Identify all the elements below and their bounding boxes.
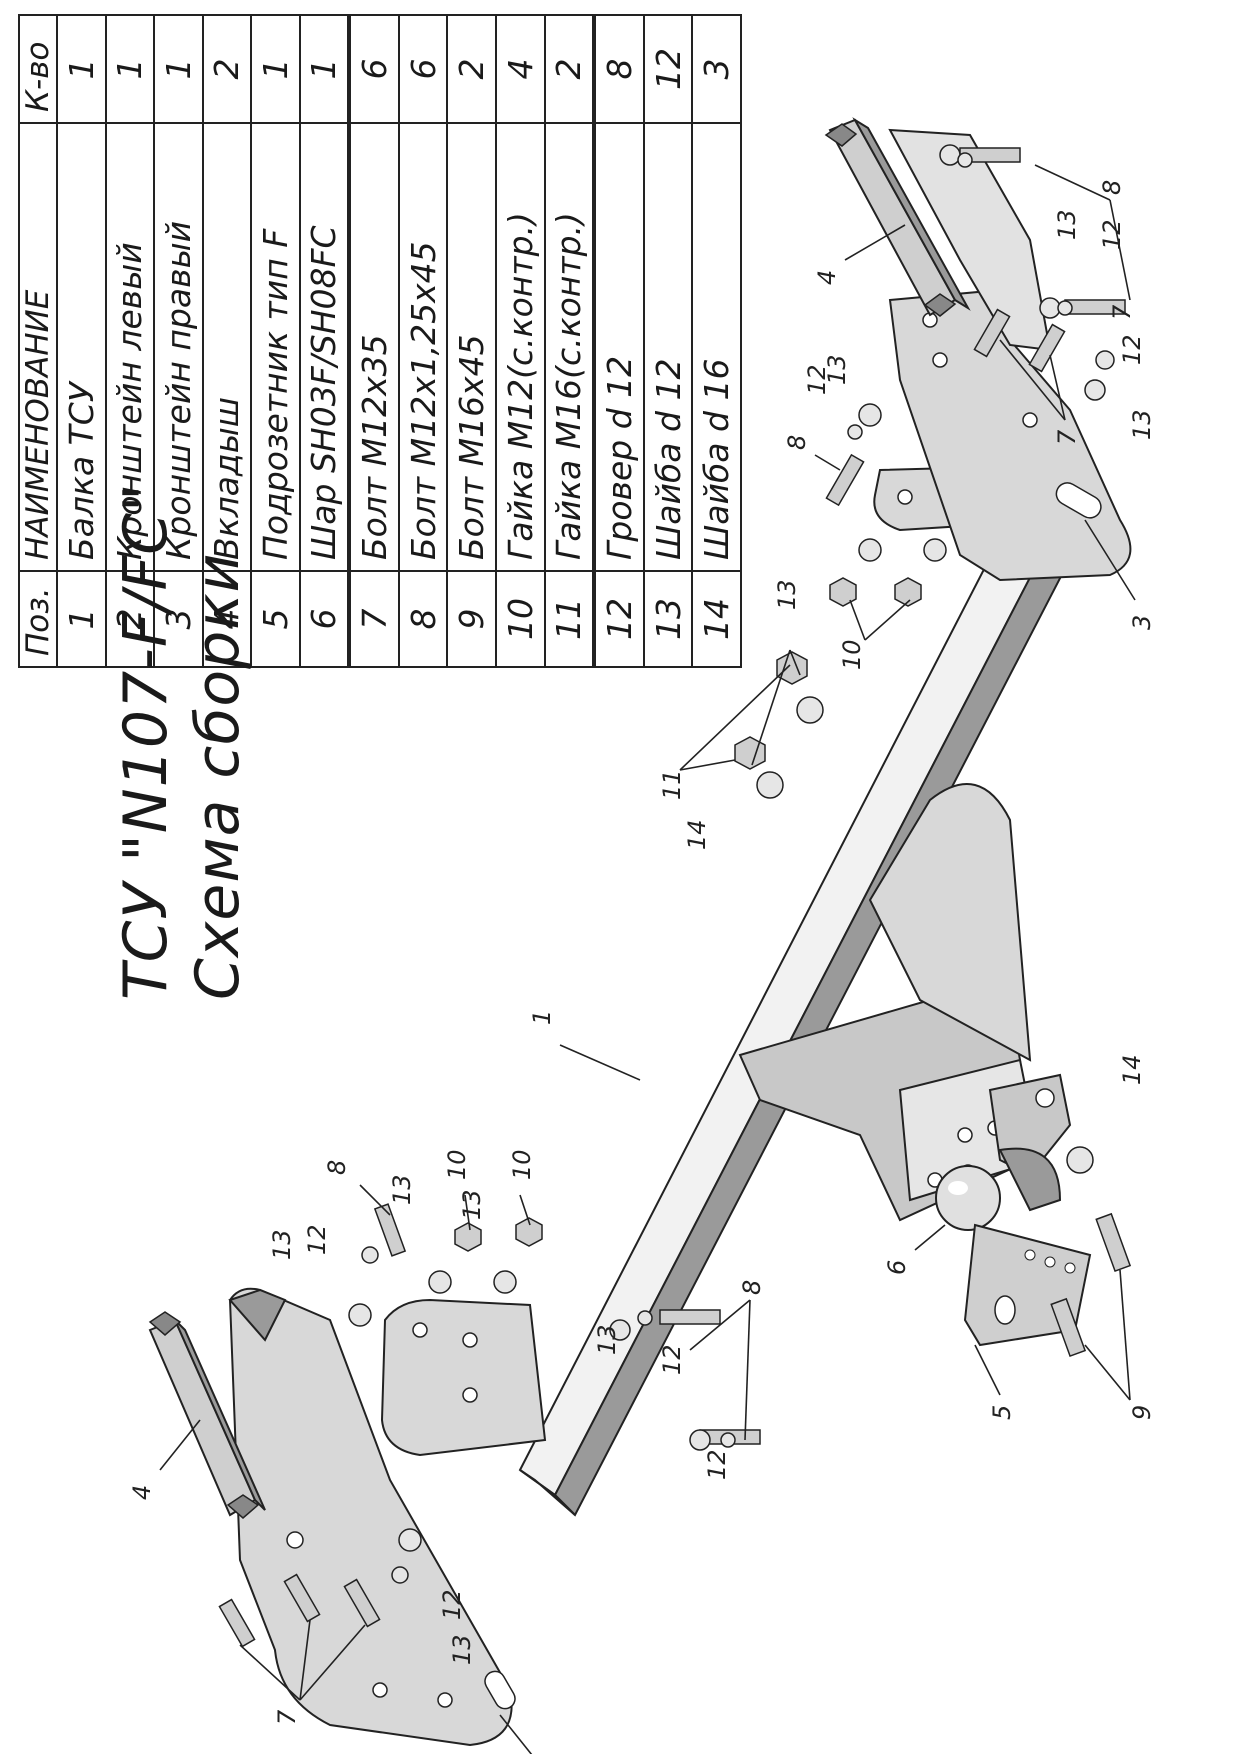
callout-3: 3 xyxy=(1128,615,1156,630)
callout-7-left: 7 xyxy=(273,1709,301,1725)
callout-8-lower: 8 xyxy=(738,1280,766,1295)
callout-13-left-lower: 13 xyxy=(448,1634,476,1665)
callout-13-right: 13 xyxy=(1128,409,1156,440)
callout-12-left-upper: 12 xyxy=(303,1224,331,1255)
callout-11: 11 xyxy=(658,769,686,800)
callout-7-right-upper: 7 xyxy=(1108,304,1136,320)
callout-10-left-a: 10 xyxy=(443,1149,471,1180)
callout-13-beam-b: 13 xyxy=(458,1189,486,1220)
callout-6: 6 xyxy=(883,1260,911,1275)
callout-8-left-upper: 8 xyxy=(323,1160,351,1175)
callout-4-left: 4 xyxy=(128,1485,156,1500)
callout-5: 5 xyxy=(988,1405,1016,1420)
callout-13-beam-a: 13 xyxy=(388,1174,416,1205)
callout-14-beam: 14 xyxy=(683,819,711,850)
callout-13-beam-right: 13 xyxy=(773,579,801,610)
callout-12-left-lower: 12 xyxy=(438,1589,466,1620)
part-right-bracket xyxy=(888,128,1132,582)
callout-12-right: 12 xyxy=(1118,334,1146,365)
callout-13-middle: 13 xyxy=(823,354,851,385)
leader-lines xyxy=(159,164,1136,1754)
callout-13-left-upper: 13 xyxy=(268,1229,296,1260)
callout-4-right: 4 xyxy=(813,270,841,285)
part-tow-ball xyxy=(935,1073,1072,1231)
callout-14-ball: 14 xyxy=(1118,1054,1146,1085)
callout-12-lower-b: 12 xyxy=(703,1449,731,1480)
part-insert-right xyxy=(824,117,971,317)
callout-13-top-right: 13 xyxy=(1053,209,1081,240)
callout-8-top-right: 8 xyxy=(1098,180,1126,195)
part-ball-mount-bracket xyxy=(738,783,1042,1222)
callout-7-right-lower: 7 xyxy=(1053,429,1081,445)
callout-12-top-right: 12 xyxy=(1098,219,1126,250)
callout-labels: 1 2 3 4 4 5 6 7 7 7 8 8 8 8 9 10 10 10 1… xyxy=(128,180,1156,1725)
callout-9: 9 xyxy=(1128,1405,1156,1420)
callout-1: 1 xyxy=(528,1010,556,1025)
callout-12-middle: 12 xyxy=(803,364,831,395)
part-insert-left xyxy=(148,1311,266,1519)
callout-10-left-b: 10 xyxy=(508,1149,536,1180)
part-beam-left-plate xyxy=(380,1298,547,1457)
part-left-bracket xyxy=(228,1287,516,1747)
callout-12-lower-a: 12 xyxy=(658,1344,686,1375)
callout-13-lower: 13 xyxy=(593,1324,621,1355)
callout-10-right: 10 xyxy=(838,639,866,670)
fasteners-nuts-washers xyxy=(348,144,1115,1584)
callout-8-middle: 8 xyxy=(783,435,811,450)
